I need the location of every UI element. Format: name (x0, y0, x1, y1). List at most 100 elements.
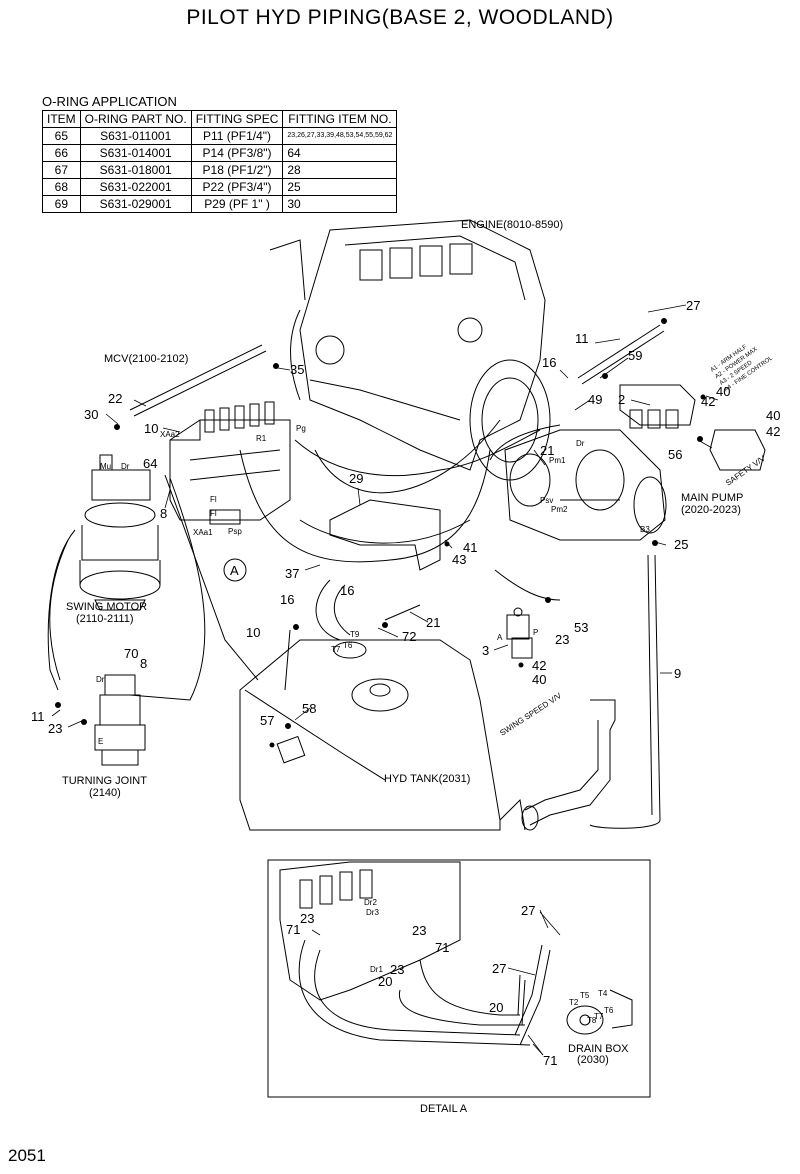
callout-40c: 40 (532, 672, 546, 687)
svg-text:Dr3: Dr3 (366, 908, 379, 917)
callout-23d: 23 (412, 923, 426, 938)
callout-2: 2 (618, 392, 625, 407)
detail-a-frame (267, 859, 651, 1098)
turning-joint-drawing (94, 674, 146, 766)
callout-43: 43 (452, 552, 466, 567)
svg-text:Pg: Pg (296, 424, 306, 433)
callout-9: 9 (674, 666, 681, 681)
svg-text:T7: T7 (331, 645, 341, 654)
svg-text:T6: T6 (604, 1006, 614, 1015)
callout-40b: 40 (766, 408, 780, 423)
svg-text:Mu: Mu (100, 462, 111, 471)
svg-text:T5: T5 (580, 991, 590, 1000)
callout-23b: 23 (48, 721, 62, 736)
callout-57: 57 (260, 713, 274, 728)
col-fitting-item-no: FITTING ITEM NO. (282, 110, 398, 128)
svg-text:Dr: Dr (96, 675, 105, 684)
svg-text:A: A (497, 633, 503, 642)
engine-label: ENGINE(8010-8590) (461, 219, 563, 231)
detail-a-label: DETAIL A (420, 1103, 468, 1115)
svg-text:T7: T7 (594, 1012, 604, 1021)
mcv-drawing (169, 401, 291, 525)
page-number: 2051 (8, 1146, 46, 1165)
callout-71b: 71 (435, 940, 449, 955)
drain-box-label: DRAIN BOX (568, 1043, 629, 1055)
callout-22: 22 (108, 391, 122, 406)
callout-3: 3 (482, 643, 489, 658)
swing-speed-valve-drawing (506, 607, 533, 659)
callout-23e: 23 (390, 962, 404, 977)
callout-42c: 42 (532, 658, 546, 673)
svg-text:Fl: Fl (210, 495, 217, 504)
callout-71c: 71 (543, 1053, 557, 1068)
oring-table: ITEM O-RING PART NO. FITTING SPEC FITTIN… (42, 110, 398, 213)
suction-pipe-drawing (521, 699, 616, 831)
svg-text:Dr: Dr (576, 439, 585, 448)
callout-35: 35 (290, 362, 304, 377)
callout-70: 70 (124, 646, 138, 661)
svg-text:B3: B3 (640, 525, 650, 534)
detail-a-drawing (279, 861, 633, 1046)
callout-16c: 16 (340, 583, 354, 598)
callout-23c: 23 (300, 911, 314, 926)
svg-text:Psp: Psp (228, 527, 242, 536)
table-row: 66 S631-014001 P14 (PF3/8") 64 (42, 144, 398, 162)
swing-motor-drawing (79, 454, 161, 611)
callout-27c: 27 (492, 961, 506, 976)
svg-text:Dr: Dr (121, 462, 130, 471)
callout-64: 64 (143, 456, 157, 471)
callout-53: 53 (574, 620, 588, 635)
safety-valve-drawing (619, 384, 766, 471)
svg-text:T2: T2 (569, 998, 579, 1007)
callout-11: 11 (575, 331, 589, 346)
callout-37: 37 (285, 566, 299, 581)
svg-text:Pm1: Pm1 (549, 456, 566, 465)
main-pump-drawing (504, 429, 667, 541)
svg-text:Fl: Fl (210, 509, 217, 518)
callout-21b: 21 (426, 615, 440, 630)
callout-42: 42 (701, 394, 715, 409)
svg-text:XAa2: XAa2 (160, 430, 180, 439)
swing-motor-label: SWING MOTOR (66, 601, 147, 613)
main-pump-label: MAIN PUMP (681, 492, 743, 504)
col-part-no: O-RING PART NO. (79, 110, 192, 128)
hyd-tank-label: HYD TANK(2031) (384, 773, 470, 785)
callout-27b: 27 (521, 903, 535, 918)
swing-motor-ref: (2110-2111) (76, 613, 133, 625)
table-row: 68 S631-022001 P22 (PF3/4") 25 (42, 178, 398, 196)
svg-text:E: E (98, 737, 103, 746)
main-pump-ref: (2020-2023) (681, 504, 741, 516)
svg-text:Dr2: Dr2 (364, 898, 377, 907)
detail-a-marker: A (230, 563, 239, 578)
svg-text:R1: R1 (256, 434, 267, 443)
svg-text:P: P (533, 628, 538, 637)
table-row: 69 S631-029001 P29 (PF 1" ) 30 (42, 195, 398, 213)
mcv-label: MCV(2100-2102) (104, 353, 188, 365)
callout-72: 72 (402, 629, 416, 644)
callout-20b: 20 (489, 1000, 503, 1015)
callout-10b: 10 (246, 625, 260, 640)
callout-16: 16 (542, 355, 556, 370)
callout-8b: 8 (140, 656, 147, 671)
callout-49: 49 (588, 392, 602, 407)
callout-20: 20 (378, 974, 392, 989)
oring-table-caption: O-RING APPLICATION (42, 94, 177, 109)
callout-16b: 16 (280, 592, 294, 607)
turning-joint-label: TURNING JOINT (62, 775, 147, 787)
callout-11b: 11 (31, 709, 45, 724)
callout-10: 10 (144, 421, 158, 436)
svg-text:T8: T8 (587, 1016, 597, 1025)
part-callouts: 27 11 16 59 35 22 30 10 64 8 49 2 40 42 … (31, 298, 780, 1068)
drain-box-ref: (2030) (577, 1054, 609, 1066)
hoses (47, 324, 665, 829)
fittings (55, 318, 706, 748)
callout-56: 56 (668, 447, 682, 462)
svg-text:T4: T4 (598, 989, 608, 998)
callout-29: 29 (349, 471, 363, 486)
callout-23: 23 (555, 632, 569, 647)
svg-text:Pm2: Pm2 (551, 505, 568, 514)
callout-71: 71 (286, 922, 300, 937)
port-labels: XAa2 Pg R1 XAa1 Psp Fl Fl Mu Dr Dr Pm1 P… (96, 424, 650, 1025)
callout-40: 40 (716, 384, 730, 399)
